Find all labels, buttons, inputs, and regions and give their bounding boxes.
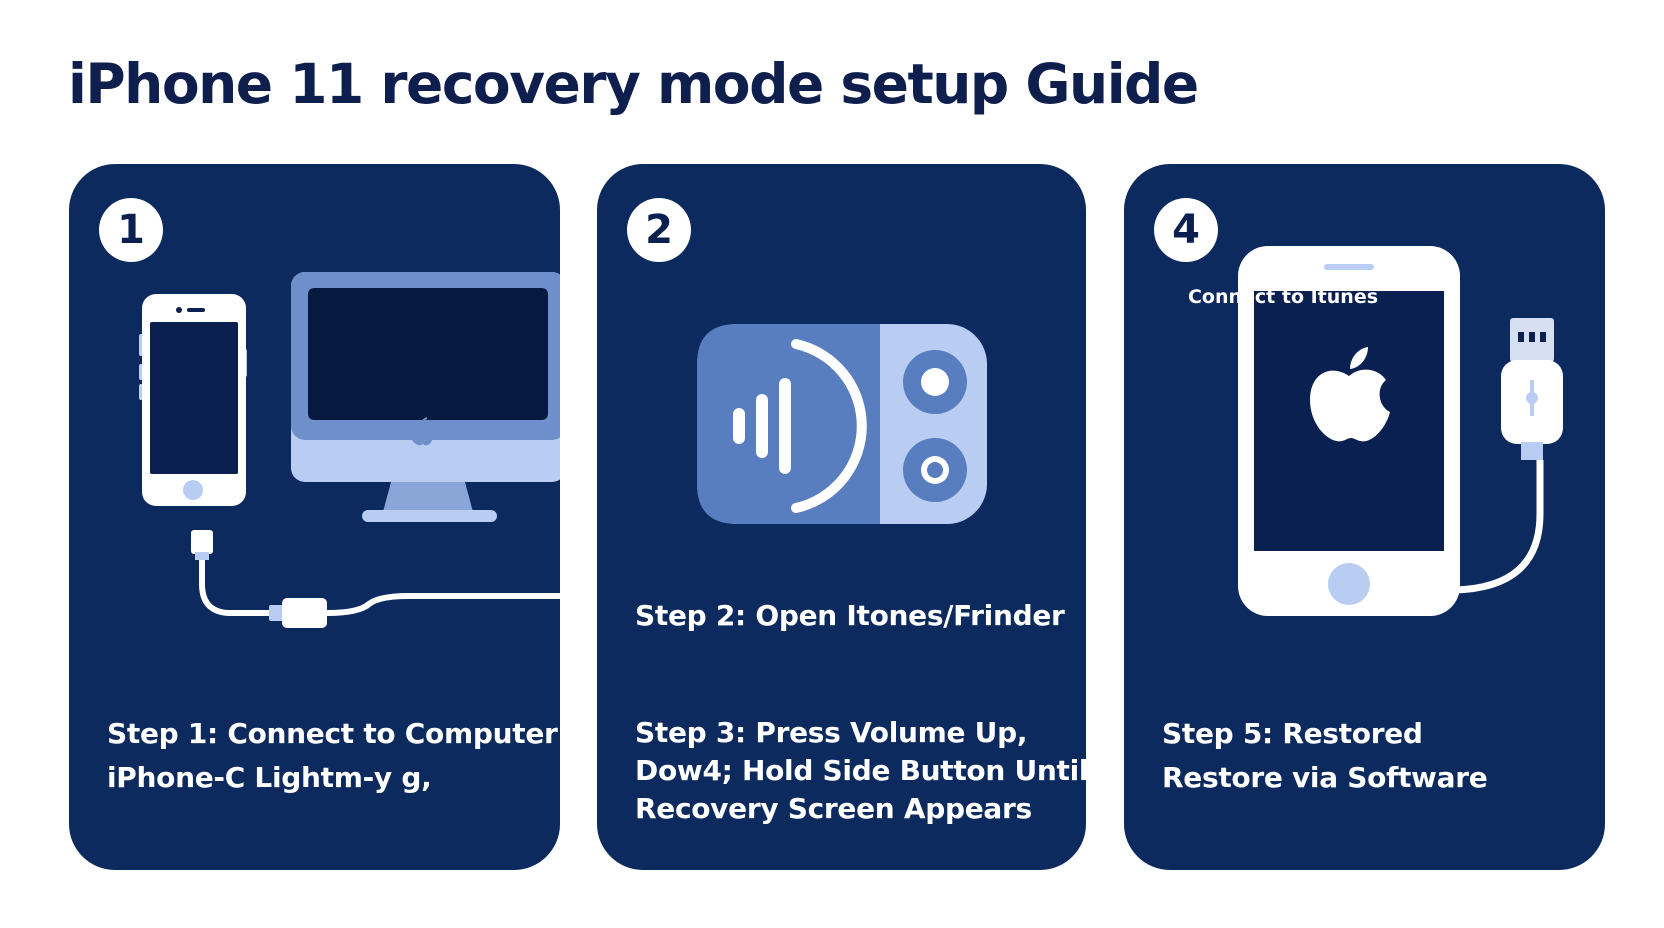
step-1-line-2: iPhone-C Lightm-y g, [107,761,432,794]
step-number-badge: 4 [1154,198,1218,262]
step-card-4: 4 Step 5: Restored Restore via [1124,164,1605,870]
step-5-line-2: Restore via Software [1162,761,1488,794]
iphone-icon [139,294,247,506]
page-title: iPhone 11 recovery mode setup Guide [68,52,1199,116]
step-number-badge: 2 [627,198,691,262]
step-card-2: 2 Step 2: Open Itones/Frinder Step 3: Pr… [597,164,1086,870]
imac-monitor-icon [291,272,560,522]
step-1-instructions: Step 1: Connect to Computer iPhone-C Lig… [107,712,558,800]
connect-illustration [139,272,560,628]
sound-button-panel-icon [697,324,987,524]
restore-illustration [1238,246,1563,616]
step-3-line-3: Recovery Screen Appears [635,792,1032,825]
usb-cable-icon [1424,318,1563,594]
step-number-badge: 1 [99,198,163,262]
step-1-line-1: Step 1: Connect to Computer [107,717,558,750]
step-3-line-1: Step 3: Press Volume Up, [635,716,1028,749]
step-card-1: 1 [69,164,560,870]
lightning-cable-icon [191,530,560,628]
step-2-caption: Step 2: Open Itones/Frinder [635,599,1065,632]
button-panel-illustration [697,324,987,524]
step-3-instructions: Step 3: Press Volume Up, Dow4; Hold Side… [635,714,1086,828]
connect-to-itunes-label: Connect to Itunes [1187,286,1379,308]
step-5-instructions: Step 5: Restored Restore via Software [1162,712,1488,800]
step-3-line-2: Dow4; Hold Side Button Until [635,754,1086,787]
step-5-line-1: Step 5: Restored [1162,717,1423,750]
apple-logo-icon [1310,347,1390,442]
